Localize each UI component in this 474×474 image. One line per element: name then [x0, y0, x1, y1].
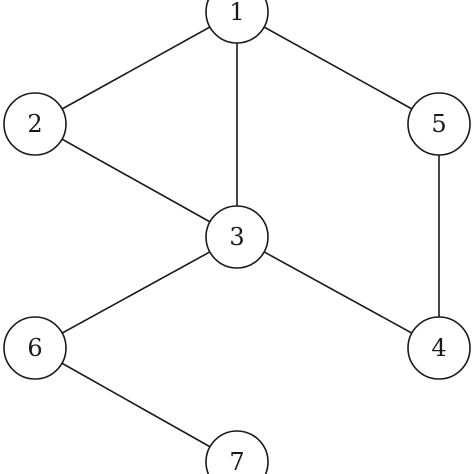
- node-5: 5: [407, 92, 471, 156]
- node-circle-5: [407, 92, 471, 156]
- node-label-4: 4: [431, 334, 446, 362]
- node-circle-4: [407, 316, 471, 380]
- edge-6-7: [34, 347, 238, 463]
- node-4: 4: [407, 316, 471, 380]
- edges-layer: [34, 11, 440, 463]
- node-3: 3: [205, 205, 269, 269]
- node-label-3: 3: [229, 223, 244, 251]
- node-7: 7: [205, 430, 269, 474]
- edge-1-2: [34, 11, 238, 125]
- edge-3-4: [236, 236, 440, 349]
- node-label-7: 7: [229, 448, 244, 474]
- edge-3-6: [34, 236, 238, 349]
- node-label-5: 5: [431, 110, 446, 138]
- edge-2-3: [34, 123, 238, 238]
- node-circle-7: [205, 430, 269, 474]
- node-circle-3: [205, 205, 269, 269]
- node-1: 1: [205, 0, 269, 44]
- nodes-layer: 1 2 3 4 5 6 7: [3, 0, 471, 474]
- edge-1-5: [236, 11, 440, 125]
- node-circle-2: [3, 92, 67, 156]
- node-2: 2: [3, 92, 67, 156]
- node-circle-1: [205, 0, 269, 44]
- node-circle-6: [3, 316, 67, 380]
- node-label-2: 2: [27, 110, 42, 138]
- node-label-6: 6: [27, 334, 42, 362]
- node-label-1: 1: [229, 0, 244, 26]
- node-6: 6: [3, 316, 67, 380]
